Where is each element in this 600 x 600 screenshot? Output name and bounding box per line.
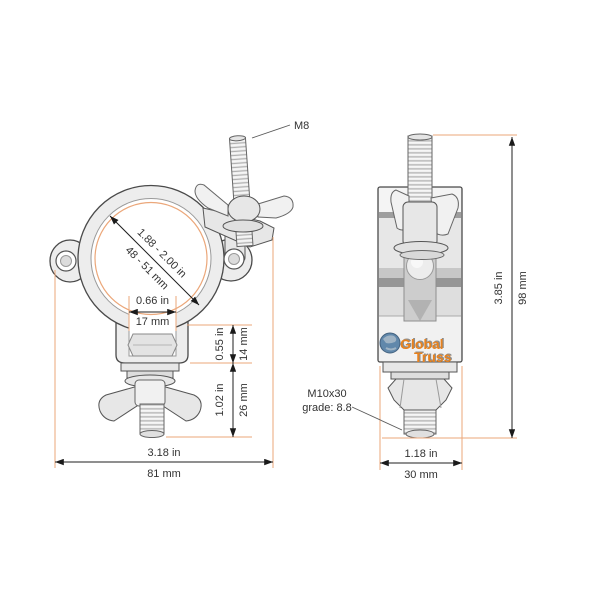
dim-label-width-mm: 81 mm [147,468,181,480]
m10-nut [387,378,453,411]
dim-label-depth-in: 0.55 in [214,327,226,360]
dim-body-width: 1.18 in 30 mm [379,366,463,481]
callout-m8: M8 [251,120,309,139]
top-wingnut-flange [222,219,264,233]
dim-spigot-length: 1.02 in 26 mm [166,362,252,438]
nut-facet-1 [399,378,405,409]
brand-logo: Global Global Truss Truss [379,332,453,365]
side-m8-rod-cap [407,133,433,141]
dim-label-depth-mm: 14 mm [238,327,250,361]
dim-throat-depth: 0.55 in 14 mm [187,324,252,364]
dim-label-slot-mm: 17 mm [136,316,170,328]
top-wingnut-boss [227,195,261,223]
dim-label-sidewidth-mm: 30 mm [404,469,438,481]
logo-text-1: Global [400,336,444,352]
dim-label-sidewidth-in: 1.18 in [404,448,437,460]
logo-text-shadow-1: Global [401,335,445,351]
nut-facet-2 [435,378,442,409]
dim-label-stud-in: 1.02 in [214,383,226,416]
dim-label-slot-in: 0.66 in [136,295,169,307]
side-view: Global Global Truss Truss [377,133,463,439]
bottom-wing-left [98,385,141,422]
logo-text-shadow-2: Truss [415,348,453,364]
top-wing-right [257,195,294,219]
slot-shadow [408,300,432,321]
dim-slot-width: 0.66 in 17 mm [128,295,177,331]
top-wing-left [194,183,229,217]
side-wingnut-body [402,201,438,247]
label-m10-size: M10x30 [307,388,346,400]
label-m8: M8 [294,120,309,132]
callout-m10: M10x30 grade: 8.8 [302,388,403,431]
bottom-stud-tip [139,430,165,438]
side-bottom-washer [390,371,450,380]
globe-land-2 [385,347,397,351]
side-m8-rod [407,135,433,215]
side-washer [399,250,445,260]
ear-hole-right-inner [228,253,240,265]
ear-hole-left-inner [60,255,72,267]
spigot-washer-1 [120,362,180,372]
bottom-wing-right [159,385,202,422]
globe-land [383,335,397,344]
dim-label-width-in: 3.18 in [147,447,180,459]
dim-label-height-in: 3.85 in [493,271,505,304]
label-m10-grade: grade: 8.8 [302,402,352,414]
dim-label-height-mm: 98 mm [517,271,529,305]
bottom-wingnut-body [134,379,166,407]
logo-text-2: Truss [414,349,452,365]
dim-overall-height: 3.85 in 98 mm [382,134,529,439]
dim-overall-width: 3.18 in 81 mm [54,237,274,480]
bottom-threaded-stud [139,403,165,435]
dim-label-stud-mm: 26 mm [238,383,250,417]
dimensions: 1.88 - 2.00 in 48 - 51 mm 0.66 in 17 mm … [54,120,529,481]
front-view [49,135,294,438]
m10-stud-tip [405,429,435,439]
